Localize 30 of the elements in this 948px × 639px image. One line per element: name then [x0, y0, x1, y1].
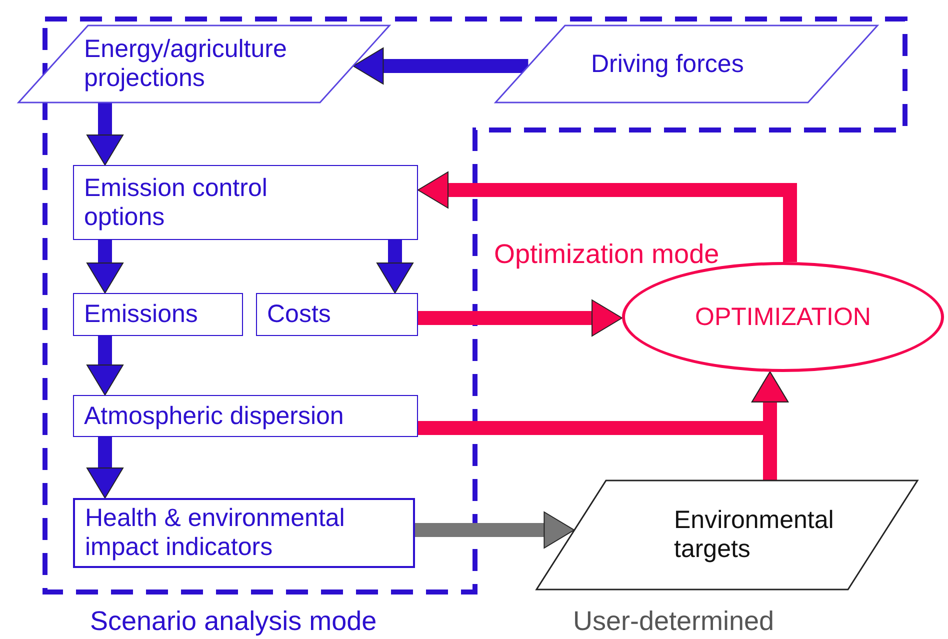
block-arrow: [86, 240, 124, 294]
node-label: Atmospheric dispersion: [84, 402, 344, 430]
parallelogram-node: [18, 25, 390, 103]
process-box: [73, 395, 418, 437]
block-arrow: [86, 437, 124, 498]
block-arrow: [752, 371, 788, 480]
block-arrow: [86, 336, 124, 396]
mode-label: User-determined: [573, 606, 774, 637]
node-label: OPTIMIZATION: [695, 302, 871, 332]
block-arrow: [415, 512, 575, 548]
node-label: Health & environmental impact indicators: [85, 504, 346, 562]
process-box: [73, 498, 415, 568]
process-box: [256, 293, 418, 336]
mode-label: Optimization mode: [494, 239, 720, 270]
node-label: Driving forces: [591, 50, 744, 78]
node-label: Emissions: [84, 300, 198, 329]
mode-label: Scenario analysis mode: [90, 606, 377, 637]
process-box: [73, 165, 418, 240]
block-arrow: [418, 300, 623, 336]
node-label: Environmental targets: [674, 506, 835, 564]
node-label: Emission control options: [84, 174, 268, 232]
node-label: Energy/agriculture projections: [84, 35, 288, 93]
block-arrow: [376, 240, 414, 294]
block-arrow: [86, 103, 124, 166]
block-arrow: [352, 48, 528, 84]
block-arrow: [418, 172, 797, 262]
parallelogram-node: [495, 25, 878, 103]
parallelogram-node: [536, 480, 918, 590]
node-label: Costs: [267, 300, 331, 329]
process-box: [73, 293, 243, 336]
